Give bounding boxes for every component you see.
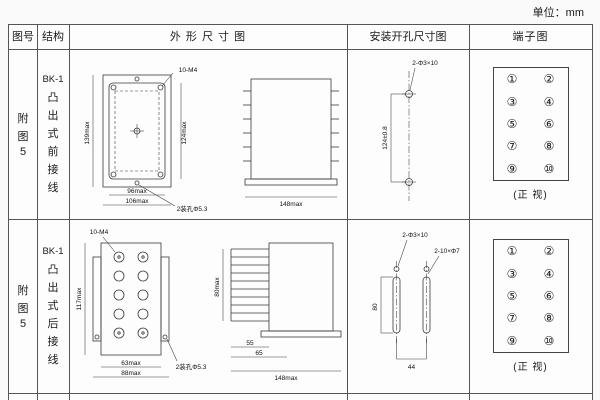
structure-char: 出 xyxy=(47,281,59,294)
side-view: 80max 55 65 148max xyxy=(214,242,342,382)
structure-char: 凸 xyxy=(47,263,59,276)
structure-char: 凸 xyxy=(47,91,59,104)
mounting-svg-row2: 2-Φ3×10 2-10×Φ7 80 44 xyxy=(372,232,460,371)
terminal-number: ③ xyxy=(506,94,518,109)
dim-front-w-outer: 88max xyxy=(121,370,141,377)
dim-mount-pitch: 124±0.8 xyxy=(382,126,389,150)
dim-front-w-inner: 96max xyxy=(127,188,147,195)
header-terminal: 端子图 xyxy=(512,31,549,43)
dim-mount-h: 44 xyxy=(408,364,416,371)
dim-side-w: 148max xyxy=(274,375,298,382)
header-fig: 图号 xyxy=(12,31,34,43)
structure-row1: BK-1 凸 出 式 前 接 线 xyxy=(37,49,69,219)
terminal-number: ⑦ xyxy=(506,311,518,326)
terminal-number: ④ xyxy=(543,266,555,281)
spec-table: 图号 结构 外 形 尺 寸 图 安装开孔尺寸图 端子图 附 图 5 BK-1 凸… xyxy=(8,24,593,400)
terminal-box: ① ② ③ ④ ⑤ ⑥ ⑦ ⑧ ⑨ ⑩ xyxy=(492,239,569,353)
mounting-svg-row1: 2-Φ3×10 124±0.8 xyxy=(382,60,438,201)
dim-mount-holes: 2-Φ3×10 xyxy=(402,232,428,239)
dim-holes: 2装孔Φ5.3 xyxy=(176,362,207,371)
terminal-number: ② xyxy=(543,244,555,259)
structure-char: 式 xyxy=(47,299,59,312)
dim-mount-holes: 2-Φ3×10 xyxy=(412,60,438,67)
col-divider xyxy=(37,25,38,400)
dim-front-w-outer: 106max xyxy=(125,198,149,205)
terminal-number: ① xyxy=(506,72,518,87)
structure-char: 后 xyxy=(47,317,59,330)
structure-row2: BK-1 凸 出 式 后 接 线 xyxy=(37,219,69,393)
dim-front-h-inner: 124max xyxy=(181,121,188,145)
mounting-drawing-row2: 2-Φ3×10 2-10×Φ7 80 44 xyxy=(347,219,469,393)
dim-pin-h: 80max xyxy=(214,276,221,296)
terminal-number: ⑨ xyxy=(506,161,518,176)
fig-char: 图 xyxy=(17,131,29,143)
header-mounting: 安装开孔尺寸图 xyxy=(369,31,447,43)
terminal-number: ① xyxy=(506,244,518,259)
header-structure: 结构 xyxy=(42,31,64,43)
dim-front-h: 117max xyxy=(76,287,83,310)
outline-drawing-row2: 10-M4 117max 63max 88max 2装孔Φ5.3 xyxy=(69,219,347,393)
model-label: BK-1 xyxy=(42,73,64,85)
terminal-number: ⑧ xyxy=(543,139,555,154)
outline-drawing-row1: 139max 124max 96max 106max 10-M4 2装孔Φ5.3 xyxy=(69,49,347,219)
header-outline: 外 形 尺 寸 图 xyxy=(169,31,247,43)
terminal-diagram-row1: ① ② ③ ④ ⑤ ⑥ ⑦ ⑧ ⑨ ⑩ (正 视) xyxy=(469,49,592,219)
terminal-number: ③ xyxy=(506,266,518,281)
structure-char: 式 xyxy=(47,127,59,140)
dim-pin-len: 55 xyxy=(246,340,254,347)
dim-holes: 2装孔Φ5.3 xyxy=(177,204,208,213)
side-view: 148max xyxy=(243,78,339,208)
fig-char: 附 xyxy=(17,285,29,297)
row-divider xyxy=(9,219,592,220)
structure-char: 线 xyxy=(47,181,59,194)
fig-char: 附 xyxy=(17,113,29,125)
rear-view: 10-M4 117max 63max 88max 2装孔Φ5.3 xyxy=(76,229,207,378)
fig-char: 图 xyxy=(17,303,29,315)
unit-label: 单位：mm xyxy=(532,7,584,19)
row-divider xyxy=(9,49,592,50)
col-divider xyxy=(469,25,470,400)
dim-front-w-inner: 63max xyxy=(121,360,141,367)
dim-screws: 10-M4 xyxy=(179,67,198,74)
model-label: BK-1 xyxy=(42,245,64,257)
terminal-number: ⑧ xyxy=(543,311,555,326)
terminal-number: ⑩ xyxy=(543,161,555,176)
terminal-number: ⑤ xyxy=(506,116,518,131)
terminal-number: ⑤ xyxy=(506,288,518,303)
dim-front-h-outer: 139max xyxy=(84,121,91,145)
structure-char: 线 xyxy=(47,353,59,366)
terminal-diagram-row2: ① ② ③ ④ ⑤ ⑥ ⑦ ⑧ ⑨ ⑩ (正 视) xyxy=(469,219,592,393)
terminal-caption: (正 视) xyxy=(513,362,548,373)
dim-screws: 10-M4 xyxy=(90,229,109,236)
dim-side-w: 148max xyxy=(279,201,303,208)
terminal-number: ④ xyxy=(543,94,555,109)
dim-mount-slots: 2-10×Φ7 xyxy=(434,248,460,255)
fig-number-row2: 附 图 5 xyxy=(9,219,37,393)
front-view: 139max 124max 96max 106max 10-M4 2装孔Φ5.3 xyxy=(84,67,208,213)
col-divider xyxy=(69,25,70,400)
dim-body-offset: 65 xyxy=(255,350,263,357)
fig-number-row1: 附 图 5 xyxy=(9,49,37,219)
terminal-number: ⑥ xyxy=(543,288,555,303)
terminal-box: ① ② ③ ④ ⑤ ⑥ ⑦ ⑧ ⑨ ⑩ xyxy=(492,67,569,181)
outline-svg-row1: 139max 124max 96max 106max 10-M4 2装孔Φ5.3 xyxy=(84,67,339,213)
mounting-drawing-row1: 2-Φ3×10 124±0.8 xyxy=(347,49,469,219)
terminal-number: ⑩ xyxy=(543,333,555,348)
fig-char: 5 xyxy=(19,146,27,158)
terminal-caption: (正 视) xyxy=(513,190,548,201)
fig-char: 5 xyxy=(19,318,27,330)
dim-mount-v: 80 xyxy=(372,303,379,311)
row-divider xyxy=(9,393,592,394)
outline-svg-row2: 10-M4 117max 63max 88max 2装孔Φ5.3 xyxy=(76,229,342,382)
col-divider xyxy=(347,25,348,400)
terminal-number: ⑨ xyxy=(506,333,518,348)
terminal-number: ⑦ xyxy=(506,139,518,154)
structure-char: 前 xyxy=(47,145,59,158)
terminal-number: ② xyxy=(543,72,555,87)
structure-char: 接 xyxy=(47,335,59,348)
structure-char: 出 xyxy=(47,109,59,122)
terminal-number: ⑥ xyxy=(543,116,555,131)
structure-char: 接 xyxy=(47,163,59,176)
